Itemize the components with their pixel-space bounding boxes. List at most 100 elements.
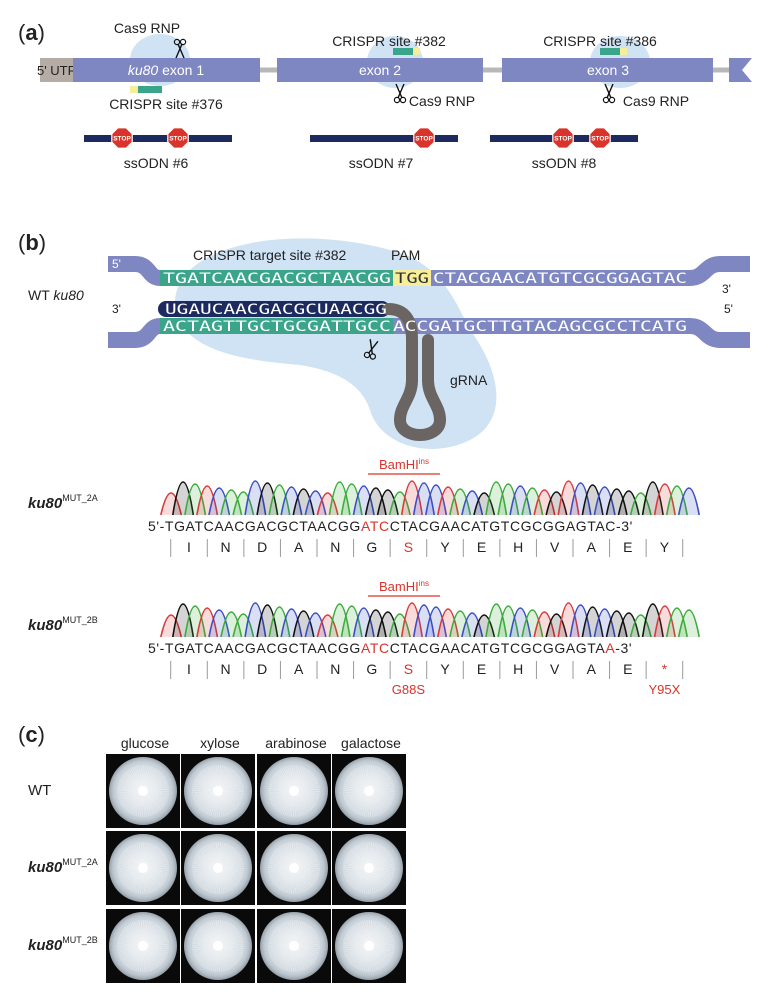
top-pam-highlight — [393, 270, 431, 286]
chromatogram-peak — [605, 488, 628, 516]
chromatogram-peak — [497, 605, 520, 638]
chromatogram-peak — [521, 487, 544, 516]
utr-box — [40, 58, 73, 82]
chromatogram-peak — [184, 483, 207, 516]
inoculation-point — [138, 941, 148, 951]
chromatogram-peak — [376, 611, 399, 638]
panel-b: (b) CRISPR target site #382 PAM TGATCAAC… — [18, 230, 750, 697]
chromatogram-peak — [581, 484, 604, 516]
fungal-colony — [184, 757, 252, 825]
mutant-1: ku80MUT_2ABamHIins5'-TGATCAACGACGCTAACGG… — [28, 457, 700, 557]
amino-acid: S — [404, 661, 413, 677]
plate-image — [106, 754, 180, 828]
gene-arrow-end — [729, 58, 752, 82]
chromatogram-peak — [593, 486, 616, 516]
chromatogram-peak — [256, 604, 279, 638]
inoculation-point — [364, 786, 374, 796]
chromatogram-peak — [184, 605, 207, 638]
panel-a-label: (a) — [18, 20, 45, 45]
chromatogram-peak — [461, 612, 484, 638]
bottom-seq-target: ACTAGTTGCTGCGATTGCC — [163, 319, 391, 335]
grna-spacer — [158, 301, 390, 317]
pam-label: PAM — [391, 247, 420, 263]
chromatogram-peak — [220, 489, 243, 516]
chromatogram-peak — [328, 603, 351, 638]
amino-acid: N — [330, 661, 340, 677]
site-376-marker — [138, 86, 162, 93]
exon-3-label: exon 3 — [587, 62, 629, 78]
amino-acid: G — [366, 661, 377, 677]
mutation-note: Y95X — [649, 682, 681, 697]
grna-scaffold — [382, 303, 447, 441]
chromatogram-peak — [605, 610, 628, 638]
fungal-colony — [260, 912, 328, 980]
stop-sign-icon: STOP — [167, 127, 189, 149]
site-376-pam — [130, 86, 138, 93]
plate-column-label: xylose — [200, 735, 240, 751]
fungal-colony — [109, 834, 177, 902]
chromatogram-peak — [172, 481, 195, 516]
plate-image — [181, 831, 255, 905]
fungal-colony — [260, 834, 328, 902]
amino-acid: D — [257, 661, 267, 677]
bottom-target-highlight — [160, 318, 393, 334]
chromatogram-peak — [376, 489, 399, 516]
amino-acid: E — [477, 539, 486, 555]
top-3prime: 3' — [722, 282, 731, 296]
top-strand-right — [689, 256, 750, 286]
top-5prime: 5' — [112, 257, 121, 271]
plate-image — [332, 909, 406, 983]
exon-2-label: exon 2 — [359, 62, 401, 78]
chromatogram-peak — [352, 485, 375, 516]
chromatogram-peak — [641, 481, 664, 516]
chromatogram-peak — [557, 602, 580, 638]
amino-acid: H — [513, 661, 523, 677]
chromatogram-peak — [364, 487, 387, 516]
site-382-label: CRISPR site #382 — [332, 33, 446, 49]
plate-image — [181, 909, 255, 983]
inoculation-point — [289, 786, 299, 796]
chromatogram-peak — [485, 603, 508, 638]
plate-image — [332, 831, 406, 905]
cas9-rnp-blob — [175, 238, 497, 449]
bamhi-label: BamHIins — [379, 579, 429, 594]
chromatogram-peak — [569, 604, 592, 638]
mutant-2: ku80MUT_2BBamHIins5'-TGATCAACGACGCTAACGG… — [28, 579, 700, 697]
chromatogram-peak — [665, 607, 688, 638]
wt-ku80-label: WT ku80 — [28, 287, 84, 303]
amino-acid: Y — [440, 661, 450, 677]
chromatogram-peak — [220, 611, 243, 638]
amino-acid: * — [662, 661, 668, 677]
chromatogram-peak — [593, 608, 616, 638]
svg-text:STOP: STOP — [169, 136, 187, 143]
plate-image — [106, 831, 180, 905]
ssodn-7-bar — [310, 135, 458, 142]
amino-acid: N — [221, 661, 231, 677]
utr-label: 5' UTR — [37, 63, 77, 78]
mutation-note: G88S — [392, 682, 426, 697]
amino-acid: D — [257, 539, 267, 555]
plate-image — [257, 909, 331, 983]
amino-acid: I — [187, 661, 191, 677]
amino-acid: A — [294, 539, 304, 555]
chromatogram-peak — [509, 607, 532, 638]
panel-b-label: (b) — [18, 230, 46, 255]
chromatogram-peak — [677, 609, 700, 638]
top-seq-pam: TGG — [395, 271, 429, 287]
plate-column-label: arabinose — [265, 735, 327, 751]
panel-c-label: (c) — [18, 722, 45, 747]
chromatogram-peak — [449, 488, 472, 516]
bottom-strand-right — [689, 318, 750, 348]
mutant-sequence: 5'-TGATCAACGACGCTAACGGATCCTACGAACATGTCGC… — [148, 640, 632, 656]
svg-text:STOP: STOP — [554, 136, 572, 143]
inoculation-point — [364, 863, 374, 873]
chromatogram-peak — [280, 486, 303, 516]
mutant-sequence: 5'-TGATCAACGACGCTAACGGATCCTACGAACATGTCGC… — [148, 518, 633, 534]
svg-text:STOP: STOP — [113, 136, 131, 143]
chromatogram-peak — [425, 606, 448, 638]
inoculation-point — [138, 786, 148, 796]
chromatogram-peak — [400, 602, 423, 638]
chromatogram-peak — [449, 610, 472, 638]
fungal-colony — [109, 757, 177, 825]
